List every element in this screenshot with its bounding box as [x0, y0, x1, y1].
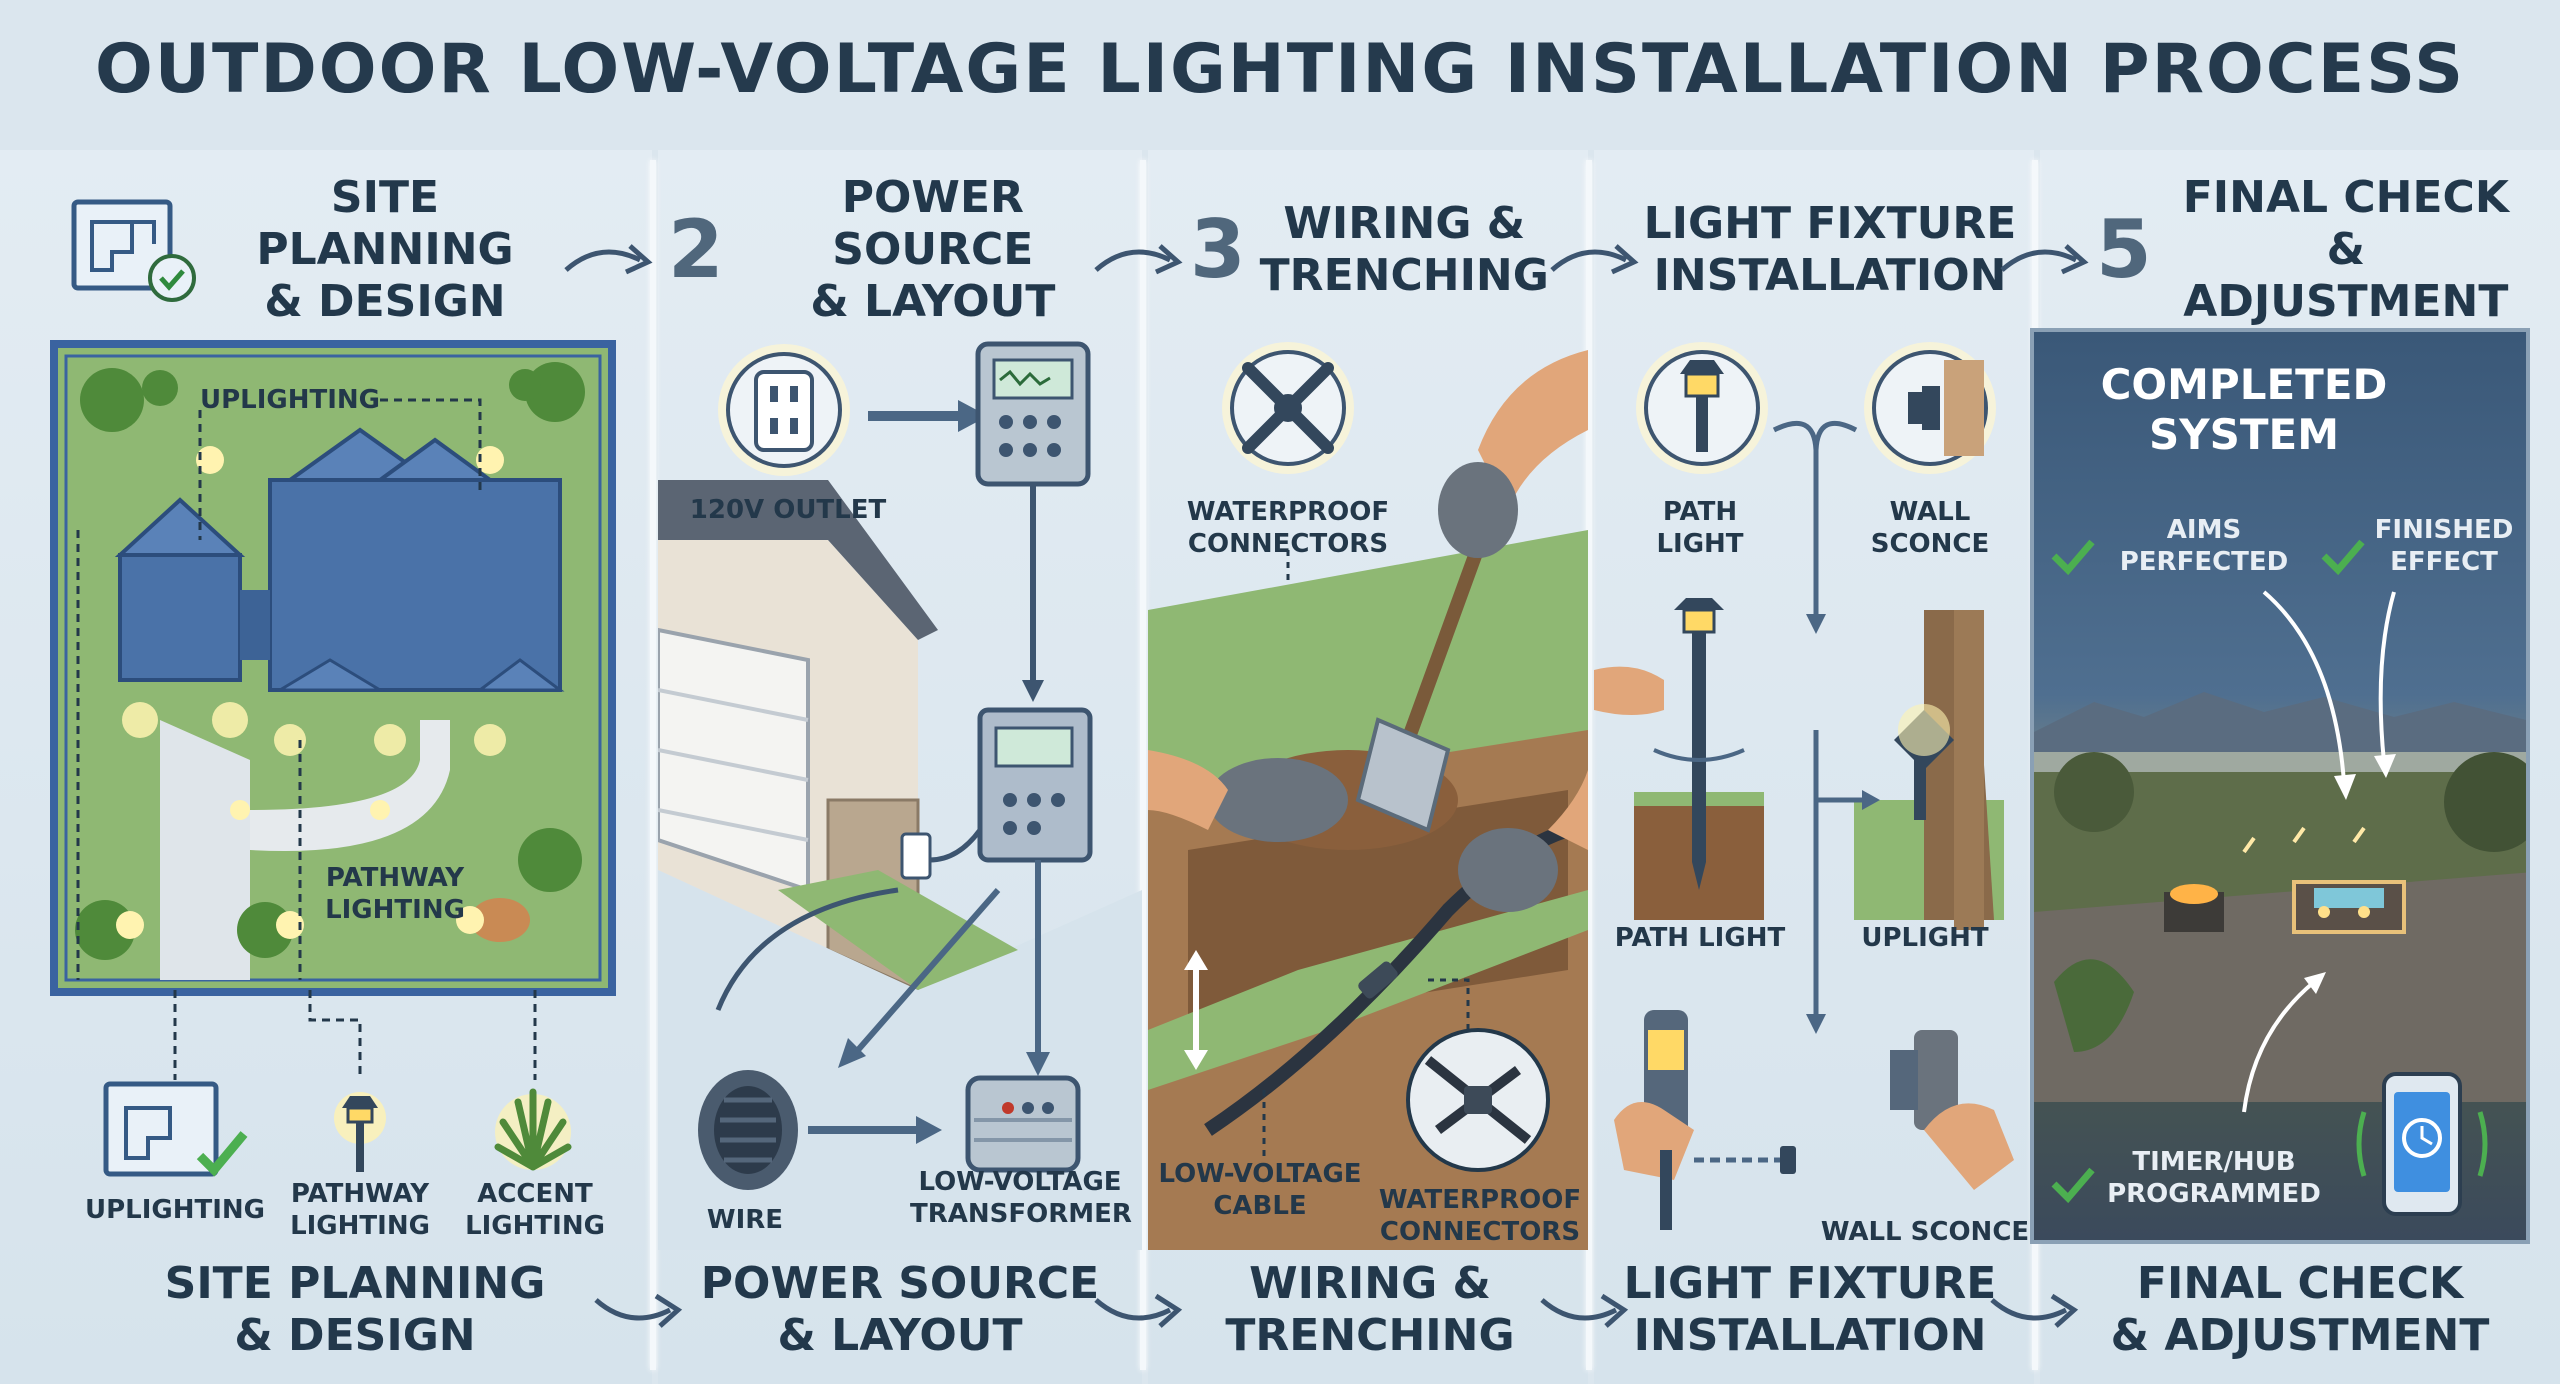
step-2-heading-line1: POWER SOURCE	[832, 172, 1034, 275]
step-2-bottom-line2: & LAYOUT	[777, 1310, 1023, 1361]
power-label-outlet: 120V OUTLET	[689, 495, 887, 525]
step-1-heading-line1: SITE PLANNING	[256, 172, 514, 275]
fixture-label-path-install: PATH LIGHT	[1614, 923, 1786, 953]
power-label-transformer-line1: LOW-VOLTAGE	[918, 1167, 1122, 1197]
fixture-label-path-line1: PATH	[1662, 497, 1738, 527]
fixture-label-path-line2: LIGHT	[1656, 529, 1744, 559]
step-5-heading: 5 FINAL CHECK & ADJUSTMENT	[2096, 172, 2526, 327]
final-label-timer-line2: PROGRAMMED	[2107, 1179, 2321, 1209]
power-label-transformer-line2: TRANSFORMER	[910, 1199, 1132, 1229]
final-label-finished-line2: EFFECT	[2390, 547, 2498, 577]
site-plan-illustration	[50, 340, 616, 996]
path-light-icon	[334, 1092, 386, 1172]
landscape-scene	[2034, 539, 2526, 1216]
step-5-number: 5	[2096, 203, 2152, 296]
step-4-heading-line2: INSTALLATION	[1653, 250, 2007, 301]
fixture-label-sconce-line1: WALL	[1889, 497, 1971, 527]
page-title: OUTDOOR LOW-VOLTAGE LIGHTING INSTALLATIO…	[94, 30, 2466, 109]
step-1-heading-line2: & DESIGN	[264, 276, 506, 327]
fixture-label-sconce-install: WALL SCONCE	[1820, 1217, 2030, 1247]
step-1-bottom-line2: & DESIGN	[234, 1310, 476, 1361]
step-4-heading-line1: LIGHT FIXTURE	[1643, 198, 2017, 249]
step-4-bottom-label: LIGHT FIXTURE INSTALLATION	[1620, 1258, 2000, 1362]
legend-label-2-line2: LIGHTING	[290, 1211, 430, 1241]
step-3-heading-line2: TRENCHING	[1259, 250, 1549, 301]
plan-label-uplighting: UPLIGHTING	[199, 385, 381, 415]
plan-label-pathway-line2: LIGHTING	[325, 895, 465, 925]
step-3-number: 3	[1190, 203, 1246, 296]
blueprint-check-icon	[71, 199, 196, 302]
arrow-right-icon	[564, 244, 653, 275]
arrow-right-icon	[1550, 244, 1639, 275]
arrow-right-icon	[1990, 1293, 2079, 1328]
step-1-bottom-line1: SITE PLANNING	[164, 1258, 546, 1309]
divider	[1586, 160, 1592, 1370]
arrow-right-icon	[1540, 1293, 1629, 1328]
final-label-completed-line1: COMPLETED	[2100, 360, 2388, 409]
fixture-illustration	[1594, 342, 2014, 1230]
step-2-heading-line2: & LAYOUT	[810, 276, 1056, 327]
blueprint-icon	[103, 1081, 248, 1177]
step-5-heading-line1: FINAL CHECK	[2182, 172, 2509, 223]
step-4-bottom-line2: INSTALLATION	[1633, 1310, 1987, 1361]
final-label-timer-line1: TIMER/HUB	[2132, 1147, 2296, 1177]
final-label-aims-line1: AIMS	[2166, 515, 2242, 545]
step-3-heading: 3 WIRING & TRENCHING	[1190, 190, 1549, 310]
wiring-label-connectors-top-line2: CONNECTORS	[1187, 529, 1389, 559]
step-2-heading: 2 POWER SOURCE & LAYOUT	[668, 172, 1128, 327]
step-5-heading-line2: & ADJUSTMENT	[2183, 224, 2509, 327]
final-label-finished-line1: FINISHED	[2374, 515, 2514, 545]
step-1-heading: SITE PLANNING & DESIGN	[200, 172, 570, 327]
step-5-bottom-line1: FINAL CHECK	[2136, 1258, 2464, 1309]
legend-label-3-line2: LIGHTING	[465, 1211, 605, 1241]
step-3-bottom-label: WIRING & TRENCHING	[1190, 1258, 1550, 1362]
wiring-label-connectors-bottom-line2: CONNECTORS	[1379, 1217, 1581, 1247]
wiring-label-cable-line1: LOW-VOLTAGE	[1158, 1159, 1362, 1189]
completed-system-card: COMPLETED SYSTEM AIMS PERFECTED FINISHED…	[2030, 328, 2530, 1244]
step-3-bottom-line1: WIRING &	[1249, 1258, 1491, 1309]
wiring-label-connectors-top-line1: WATERPROOF	[1186, 497, 1390, 527]
fixture-label-sconce-line2: SCONCE	[1870, 529, 1990, 559]
wiring-illustration	[1148, 342, 1588, 1250]
arrow-right-icon	[1094, 1293, 1183, 1328]
step-4-heading: LIGHT FIXTURE INSTALLATION	[1640, 190, 2020, 310]
step-1-bottom-label: SITE PLANNING & DESIGN	[120, 1258, 590, 1362]
wiring-label-connectors-bottom-line1: WATERPROOF	[1378, 1185, 1582, 1215]
step-2-bottom-label: POWER SOURCE & LAYOUT	[690, 1258, 1110, 1362]
arrow-right-icon	[2000, 244, 2089, 275]
step-3-bottom-line2: TRENCHING	[1225, 1310, 1515, 1361]
legend-label-1-line1: UPLIGHTING	[84, 1195, 266, 1225]
fixture-label-uplight-install: UPLIGHT	[1861, 923, 1989, 953]
plant-icon	[494, 1088, 572, 1171]
legend-leaders	[173, 990, 537, 1080]
step-2-number: 2	[668, 203, 724, 296]
step-3-heading-line1: WIRING &	[1283, 198, 1526, 249]
step-2-bottom-line1: POWER SOURCE	[700, 1258, 1100, 1309]
power-illustration	[658, 341, 1142, 1250]
plan-label-pathway-line1: PATHWAY	[325, 863, 465, 893]
arrow-right-icon	[1094, 244, 1183, 275]
step-5-bottom-line2: & ADJUSTMENT	[2110, 1310, 2490, 1361]
wiring-label-cable-line2: CABLE	[1213, 1191, 1307, 1221]
arrow-right-icon	[594, 1293, 683, 1328]
step-4-bottom-line1: LIGHT FIXTURE	[1623, 1258, 1997, 1309]
legend-label-3-line1: ACCENT	[477, 1179, 593, 1209]
final-label-completed-line2: SYSTEM	[2148, 410, 2340, 459]
legend-label-2-line1: PATHWAY	[290, 1179, 430, 1209]
power-label-wire: WIRE	[706, 1205, 784, 1235]
step-5-bottom-label: FINAL CHECK & ADJUSTMENT	[2080, 1258, 2520, 1362]
divider	[650, 160, 656, 1370]
divider	[1140, 160, 1146, 1370]
final-label-aims-line2: PERFECTED	[2119, 547, 2289, 577]
